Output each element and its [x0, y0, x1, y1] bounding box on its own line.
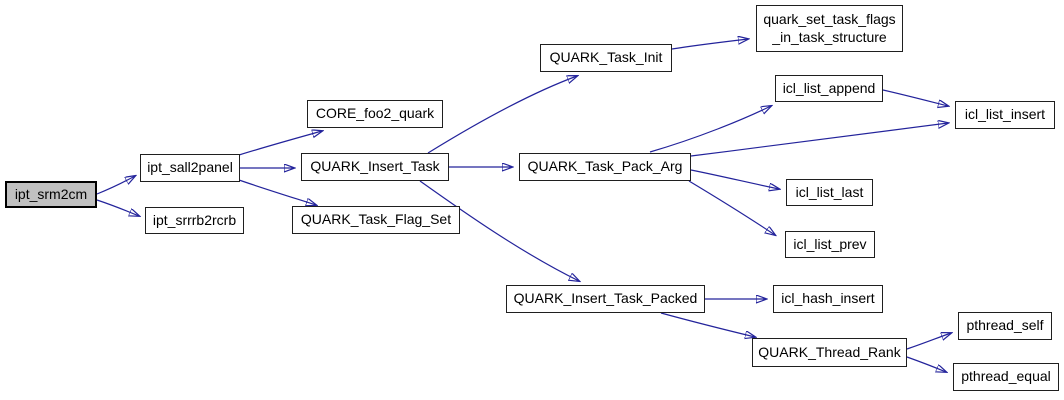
- node-ipt-srrrb2rcrb[interactable]: ipt_srrrb2rcrb: [145, 207, 244, 234]
- node-core-foo2-quark[interactable]: CORE_foo2_quark: [307, 100, 443, 128]
- edge-quark-insert-task-to-quark-insert-task-packed: [419, 180, 579, 281]
- node-quark-insert-task[interactable]: QUARK_Insert_Task: [301, 153, 449, 181]
- node-quark-task-pack-arg[interactable]: QUARK_Task_Pack_Arg: [519, 153, 691, 181]
- edge-quark-thread-rank-to-pthread-self: [906, 333, 951, 350]
- edge-ipt-sall2panel-to-quark-task-flag-set: [238, 179, 316, 205]
- edge-quark-insert-task-packed-to-quark-thread-rank: [660, 312, 755, 337]
- node-icl-list-insert[interactable]: icl_list_insert: [955, 101, 1055, 129]
- edge-ipt-srm2cm-to-ipt-sall2panel: [96, 176, 135, 195]
- node-icl-list-append[interactable]: icl_list_append: [775, 75, 883, 102]
- edge-quark-task-pack-arg-to-icl-list-append: [649, 106, 771, 153]
- node-quark-task-flag-set[interactable]: QUARK_Task_Flag_Set: [292, 206, 460, 234]
- node-icl-hash-insert[interactable]: icl_hash_insert: [773, 285, 883, 313]
- node-pthread-self[interactable]: pthread_self: [958, 312, 1052, 340]
- node-quark-insert-task-packed[interactable]: QUARK_Insert_Task_Packed: [506, 285, 705, 313]
- node-icl-list-last[interactable]: icl_list_last: [786, 179, 873, 206]
- node-ipt-srm2cm: ipt_srm2cm: [5, 181, 97, 208]
- edge-ipt-srm2cm-to-ipt-srrrb2rcrb: [96, 199, 139, 216]
- node-quark-thread-rank[interactable]: QUARK_Thread_Rank: [752, 338, 907, 367]
- edge-ipt-sall2panel-to-core-foo2-quark: [238, 131, 322, 156]
- node-quark-set-task-flags-in-task-structure[interactable]: quark_set_task_flags _in_task_structure: [756, 5, 903, 52]
- edge-quark-task-init-to-quark-set-task-flags: [671, 39, 748, 50]
- node-icl-list-prev[interactable]: icl_list_prev: [785, 231, 875, 258]
- node-quark-task-init[interactable]: QUARK_Task_Init: [540, 44, 672, 72]
- edge-quark-task-pack-arg-to-icl-list-last: [690, 169, 779, 189]
- edge-quark-task-pack-arg-to-icl-list-insert: [690, 123, 948, 157]
- edge-icl-list-append-to-icl-list-insert: [882, 89, 948, 106]
- edge-quark-insert-task-to-quark-task-init: [427, 76, 577, 154]
- edge-quark-thread-rank-to-pthread-equal: [906, 356, 946, 372]
- edge-quark-task-pack-arg-to-icl-list-prev: [688, 180, 775, 235]
- node-ipt-sall2panel[interactable]: ipt_sall2panel: [140, 154, 240, 182]
- node-pthread-equal[interactable]: pthread_equal: [953, 363, 1059, 391]
